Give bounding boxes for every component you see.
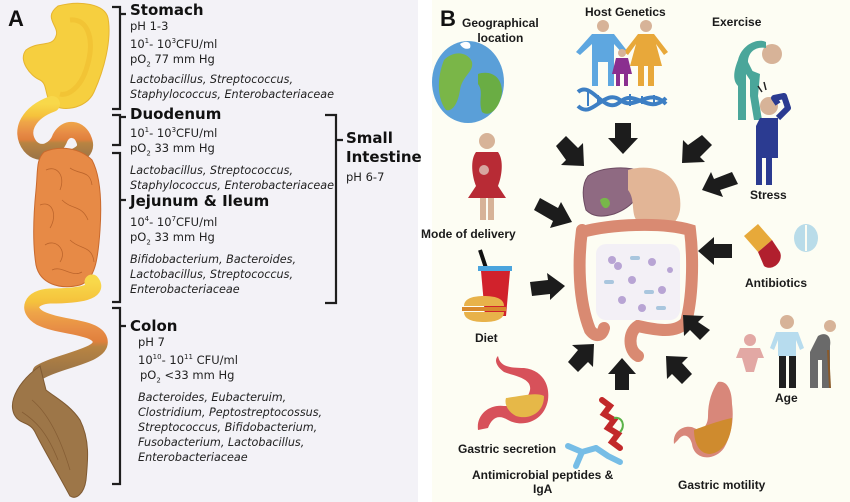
panel-letter-a: A: [8, 6, 24, 31]
small-intestine-bracket: [325, 113, 343, 305]
small-intestine-ph: pH 6-7: [346, 170, 385, 184]
brackets: [112, 5, 343, 486]
colon-po2: pO2 <33 mm Hg: [140, 367, 235, 385]
label-gastric-secretion: Gastric secretion: [458, 442, 557, 456]
jejunum-ileum-bacteria-3: Enterobacteriaceae: [130, 283, 240, 297]
arrow-age: [683, 315, 710, 340]
small-intestine-title-1: Small: [346, 129, 393, 147]
family-icon: [576, 20, 668, 86]
exercise-icon: [734, 40, 782, 120]
jejunum-ileum-bacteria-1: Bifidobacterium, Bacteroides,: [130, 253, 297, 267]
colon-cfu: 1010- 1011 CFU/ml: [138, 352, 238, 367]
stress-icon: [756, 81, 791, 185]
arrow-exercise: [682, 135, 712, 163]
colon-ph: pH 7: [138, 335, 165, 349]
diet-icon: [462, 249, 512, 322]
arrow-genetics: [608, 123, 638, 154]
duodenum-po2: pO2 33 mm Hg: [130, 140, 215, 158]
gastric-secretion-icon: [477, 356, 549, 430]
label-host-genetics: Host Genetics: [585, 5, 666, 19]
arrow-delivery: [534, 198, 572, 228]
colon-bracket: [112, 306, 126, 486]
jejunum-ileum-po2: pO2 33 mm Hg: [130, 229, 215, 247]
stomach-info: Stomach pH 1-3 101- 103CFU/ml pO2 77 mm …: [130, 2, 334, 102]
label-diet: Diet: [475, 331, 498, 345]
stomach-bacteria-1: Lactobacillus, Streptococcus,: [130, 73, 294, 87]
jejunum-ileum-info: Jejunum & Ileum 104- 107CFU/ml pO2 33 mm…: [130, 193, 296, 297]
globe-icon: [432, 41, 504, 123]
jejunum-ileum-title: Jejunum & Ileum: [130, 192, 270, 210]
age-icon: [736, 315, 836, 389]
arrows: [530, 123, 738, 390]
duodenum-bacteria-1: Lactobacillus, Streptococcus,: [130, 164, 294, 178]
colon-bacteria-2: Clostridium, Peptostreptocossus,: [138, 406, 323, 420]
gastric-motility-icon: [673, 381, 733, 458]
colon-title: Colon: [130, 317, 178, 335]
antimicrobial-peptide-icon: [599, 397, 624, 451]
duodenum-info: Duodenum 101- 103CFU/ml pO2 33 mm Hg Lac…: [130, 106, 334, 193]
dna-icon: [576, 87, 668, 112]
digestive-system-icon: [573, 167, 699, 362]
gi-tract-illustration: [12, 2, 343, 498]
jejunum-ileum-cfu: 104- 107CFU/ml: [130, 214, 218, 229]
mode-of-delivery-icon: [468, 133, 506, 220]
factors-illustration: [432, 20, 836, 469]
colon-info: Colon pH 7 1010- 1011 CFU/ml pO2 <33 mm …: [130, 318, 322, 465]
label-exercise: Exercise: [712, 15, 762, 29]
small-intestine-title-2: Intestine: [346, 148, 422, 166]
arrow-gastric-motility: [666, 356, 692, 384]
stomach-bracket: [112, 5, 126, 111]
colon-bacteria-1: Bacteroides, Eubacteruim,: [138, 391, 287, 405]
duodenum-bracket: [112, 113, 126, 147]
label-antimicrobial-peptides: Antimicrobial peptides & IgA: [472, 468, 614, 496]
stomach-title: Stomach: [130, 1, 204, 19]
arrow-gastric-secretion: [568, 344, 594, 372]
stomach-ph: pH 1-3: [130, 19, 169, 33]
jejunum-ileum-bacteria-2: Lactobacillus, Streptococcus,: [130, 268, 294, 282]
duodenum-cfu: 101- 103CFU/ml: [130, 125, 218, 140]
antibiotics-icon: [744, 224, 818, 268]
panel-a: A: [0, 0, 422, 502]
duodenum-title: Duodenum: [130, 105, 222, 123]
colon-shape: [12, 365, 89, 498]
arrow-stress: [702, 172, 738, 197]
arrow-amp: [608, 358, 636, 390]
arrow-geo: [556, 136, 584, 166]
label-geographical-location: Geographical location: [462, 16, 539, 45]
duodenum-shape: [17, 96, 93, 166]
iga-antibody-icon: [565, 443, 623, 469]
small-intestine-shape: [33, 147, 102, 288]
arrow-diet: [530, 273, 565, 300]
duodenum-bacteria-2: Staphylococcus, Enterobacteriaceae: [130, 179, 335, 193]
label-stress: Stress: [750, 188, 787, 202]
label-mode-of-delivery: Mode of delivery: [421, 227, 516, 241]
stomach-po2: pO2 77 mm Hg: [130, 51, 215, 69]
stomach-cfu: 101- 103CFU/ml: [130, 36, 218, 51]
label-age: Age: [775, 391, 798, 405]
panel-letter-b: B: [440, 6, 456, 31]
label-antibiotics: Antibiotics: [745, 276, 807, 290]
colon-bacteria-5: Enterobacteriaceae: [138, 451, 248, 465]
small-intestine-info: Small Intestine pH 6-7: [346, 130, 422, 185]
label-gastric-motility: Gastric motility: [678, 478, 766, 492]
stomach-bacteria-2: Staphylococcus, Enterobacteriaceae: [130, 88, 335, 102]
jejunum-bracket: [112, 151, 126, 304]
panel-b: B: [421, 0, 850, 502]
colon-bacteria-4: Fusobacterium, Lactobacillus,: [138, 436, 305, 450]
colon-bacteria-3: Streptococcus, Bifidobacterium,: [138, 421, 318, 435]
arrow-antibiotics: [698, 237, 732, 265]
